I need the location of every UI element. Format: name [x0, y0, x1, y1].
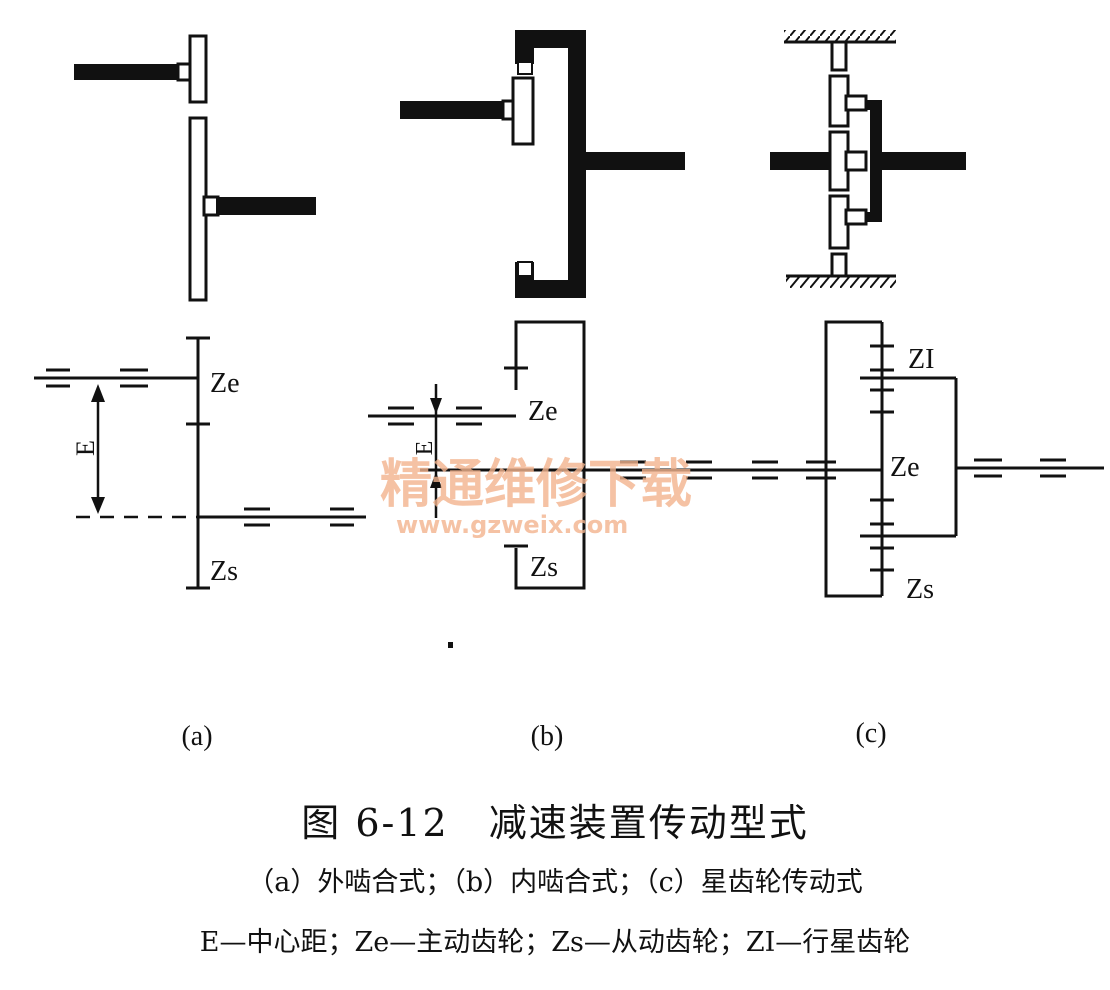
panel-b-label: (b) — [531, 721, 564, 752]
panel-b-ze-label: Ze — [528, 396, 558, 427]
panel-a-ze-label: Ze — [210, 368, 240, 399]
panel-c-structure — [770, 30, 966, 288]
panel-c-ring-stub-bottom — [830, 252, 848, 278]
panel-a-bearing-4 — [330, 507, 354, 527]
panel-c-schematic — [740, 320, 1104, 598]
panel-c-bearing-3 — [974, 458, 1002, 478]
panel-b-inner-tooth-top — [517, 61, 533, 75]
panel-c-ground-bottom-hatch — [786, 276, 896, 288]
panel-a-gear-upper — [188, 34, 208, 104]
panel-b-internal-gear-frame — [514, 320, 586, 590]
panel-c-ring-gear-frame — [824, 320, 882, 598]
watermark-cn: 精通维修下载 — [380, 455, 692, 515]
panel-b-bearing-3 — [620, 460, 646, 480]
panel-c-planet-upper-pin — [844, 94, 868, 112]
panel-b-bearing-2 — [456, 406, 482, 426]
panel-c-planet-lower-pin — [844, 208, 868, 226]
panel-b-inner-tooth-bottom — [517, 261, 533, 277]
panel-c-planet-carrier — [864, 100, 966, 222]
panel-a-bearing-1 — [46, 368, 70, 388]
panel-c-ze-label: Ze — [890, 452, 920, 483]
panel-a-dimension-arrow-bottom — [91, 497, 105, 514]
panel-c-ring-stub-top — [830, 40, 848, 72]
panel-c-zs-label: Zs — [906, 574, 934, 605]
panel-b-e-label: E — [412, 441, 438, 456]
stray-mark — [448, 642, 453, 648]
panel-a-label: (a) — [181, 721, 212, 752]
panel-a-e-label: E — [71, 440, 100, 456]
caption-line-1: （a）外啮合式；（b）内啮合式；（c）星齿轮传动式 — [247, 867, 863, 898]
watermark-url: www.gzweix.com — [396, 511, 628, 539]
panel-b-internal-gear-housing — [515, 30, 685, 298]
panel-c-sun-shaft — [770, 152, 830, 170]
panel-c-bearing-1 — [752, 460, 778, 480]
panel-b-bearing-1 — [388, 406, 414, 426]
panel-b-bearing-4 — [686, 460, 712, 480]
panel-a-schematic — [34, 336, 366, 590]
figure-title: 图 6-12 减速装置传动型式 — [301, 801, 809, 845]
caption-line-2: E—中心距；Ze—主动齿轮；Zs—从动齿轮；ZI—行星齿轮 — [199, 927, 911, 958]
panel-b-structure — [400, 30, 685, 298]
panel-b-pinion — [511, 76, 535, 146]
panel-c-bearing-2 — [806, 460, 836, 480]
panel-c-sun-hub — [844, 150, 868, 172]
panel-a-drive-shaft — [74, 64, 180, 80]
panel-a-dimension-arrow-top — [91, 384, 105, 402]
panel-a-structure — [74, 34, 316, 302]
panel-c-label: (c) — [855, 718, 886, 749]
panel-c-ground-top-hatch — [784, 30, 896, 42]
panel-b-zs-label: Zs — [530, 552, 558, 583]
panel-b-dimension-arrow-top — [430, 398, 442, 414]
panel-a-hub-lower — [202, 195, 220, 217]
panel-a-bearing-2 — [120, 368, 148, 388]
panel-b-drive-shaft — [400, 101, 506, 119]
panel-c-zl-label: ZI — [908, 344, 934, 375]
panel-b-dimension-arrow-bottom — [430, 472, 442, 488]
panel-a-driven-shaft — [216, 197, 316, 215]
panel-a-bearing-3 — [244, 507, 270, 527]
panel-a-zs-label: Zs — [210, 556, 238, 587]
panel-c-bearing-4 — [1040, 458, 1066, 478]
